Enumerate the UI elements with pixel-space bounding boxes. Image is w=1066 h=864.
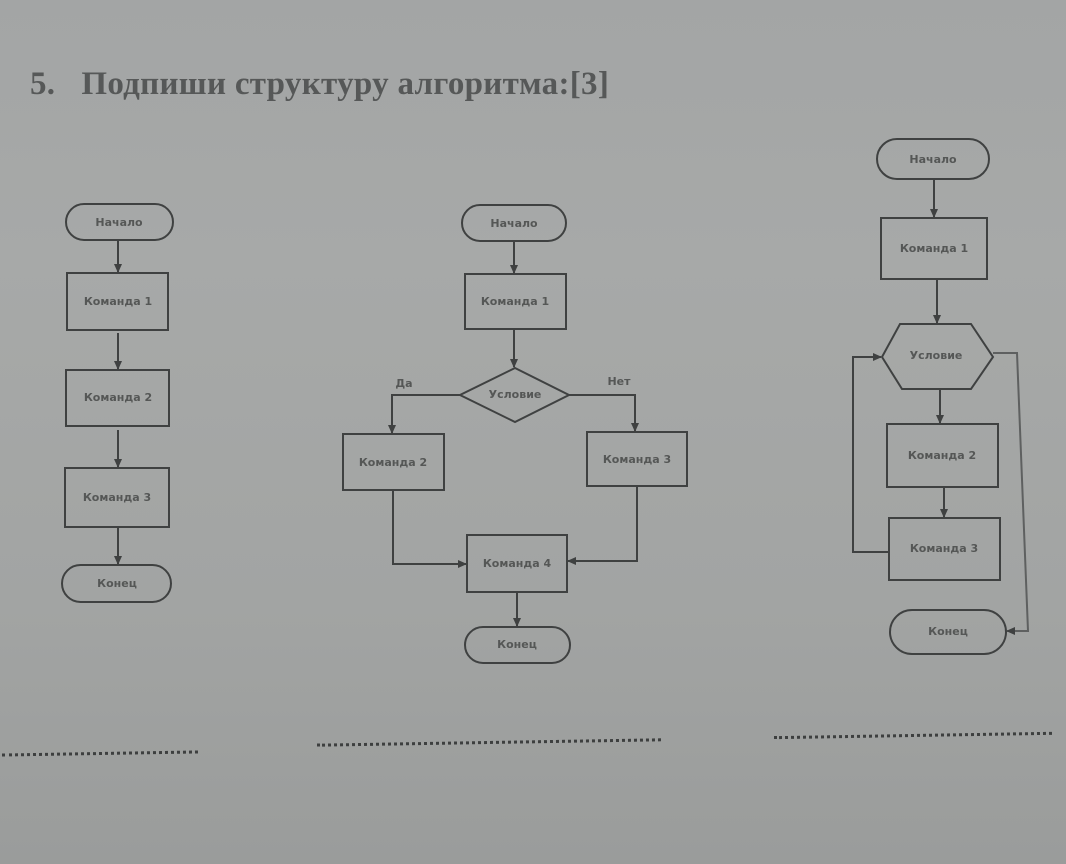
fc3-loop-back-arrow xyxy=(852,353,889,553)
fc3-cmd1-block xyxy=(880,217,988,280)
fc3-cmd3-label: Команда 3 xyxy=(910,542,978,555)
fc1-cmd3-label: Команда 3 xyxy=(83,491,151,504)
fc1-cmd1-label: Команда 1 xyxy=(84,295,152,308)
fc3-end-terminator xyxy=(889,609,1007,655)
fc1-cmd1-block xyxy=(66,272,169,331)
fc1-start-terminator xyxy=(65,203,174,241)
fc3-start-label: Начало xyxy=(909,153,957,166)
fc1-end-terminator xyxy=(61,564,172,603)
fc3-cmd1-label: Команда 1 xyxy=(900,242,968,255)
fc3-cmd3-block xyxy=(888,517,1001,581)
flowchart-linear xyxy=(61,203,174,603)
flowchart-branching xyxy=(342,204,688,664)
fc3-condition-hexagon xyxy=(880,323,995,390)
task-text: Подпиши структуру алгоритма:[3] xyxy=(81,66,610,102)
fc2-cmd1-label: Команда 1 xyxy=(481,295,549,308)
task-title: 5. Подпиши структуру алгоритма:[3] xyxy=(30,66,609,103)
fc3-end-label: Конец xyxy=(928,625,968,638)
fc3-exit-arrow xyxy=(993,352,1030,635)
fc2-arrow-no-cmd3 xyxy=(569,394,639,432)
flowchart-loop xyxy=(852,138,1030,655)
fc2-start-label: Начало xyxy=(490,217,538,230)
fc2-yes-label: Да xyxy=(395,377,412,390)
fc1-start-label: Начало xyxy=(95,216,143,229)
fc3-condition-label: Условие xyxy=(910,349,963,362)
fc2-cmd2-label: Команда 2 xyxy=(359,456,427,469)
fc2-condition-diamond xyxy=(457,366,572,424)
fc2-condition-label: Условие xyxy=(489,388,542,401)
fc2-cmd4-label: Команда 4 xyxy=(483,557,552,570)
task-number: 5. xyxy=(30,66,56,102)
fc2-arrow-cmd2-cmd4 xyxy=(392,490,467,568)
fc1-cmd2-label: Команда 2 xyxy=(84,391,152,404)
fc1-cmd2-block xyxy=(65,369,170,427)
fc2-no-label: Нет xyxy=(607,375,631,388)
fc3-cmd2-label: Команда 2 xyxy=(908,449,976,462)
fc2-arrow-cmd3-cmd4 xyxy=(567,486,638,565)
fc3-cmd2-block xyxy=(886,423,999,488)
fc2-end-label: Конец xyxy=(497,638,537,651)
fc2-cmd1-block xyxy=(464,273,567,330)
fc2-arrow-yes-cmd2 xyxy=(388,394,460,434)
fc1-end-label: Конец xyxy=(97,577,137,590)
fc2-end-terminator xyxy=(464,626,571,664)
fc2-cmd3-label: Команда 3 xyxy=(603,453,671,466)
